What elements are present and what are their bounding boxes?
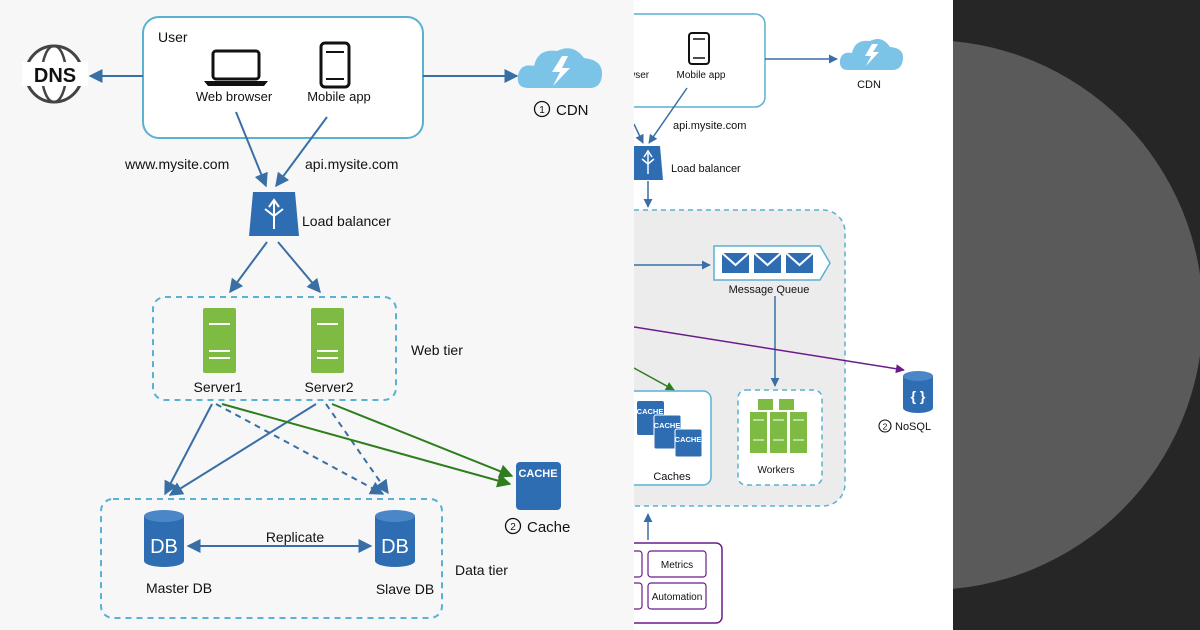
nosql-number: 2 (883, 422, 888, 432)
workers-label: Workers (757, 465, 794, 476)
cdn-label: CDN (556, 102, 589, 119)
replicate-label: Replicate (266, 529, 325, 545)
to-caches-arrow (634, 367, 675, 391)
phone-icon-right (688, 32, 710, 65)
cache-icon-text-1: CACHE (637, 407, 664, 416)
dns-globe-icon: DNS (22, 44, 88, 104)
nosql-icon-text: { } (911, 388, 926, 404)
server2-to-master-arrow (168, 403, 317, 496)
cache-number: 2 (510, 522, 516, 533)
load-balancer-label-right: Load balancer (671, 163, 741, 175)
web-browser-label: Web browser (196, 89, 273, 104)
load-balancer-icon (249, 192, 299, 236)
cdn-cloud-icon (517, 48, 603, 89)
message-queue-label: Message Queue (729, 284, 810, 296)
cdn-number-badge (533, 100, 551, 118)
cache-number-badge (504, 517, 522, 535)
lb-to-server1-arrow (229, 241, 268, 294)
slave-db-icon: DB (375, 510, 415, 567)
server2-to-cache-arrow (331, 403, 514, 478)
lb-to-server2-arrow (277, 241, 321, 294)
metrics-box (647, 550, 707, 578)
cache-icon: CACHE (516, 462, 561, 510)
right-diagram-panel: wser Mobile app CDN api.mysite.com Load … (634, 0, 953, 630)
server2-to-slave-arrow (325, 403, 389, 495)
logging-partial-box (634, 550, 643, 578)
caches-label: Caches (653, 471, 691, 483)
cdn-number: 1 (539, 105, 545, 116)
phone-icon (319, 41, 351, 89)
master-db-label: Master DB (146, 580, 212, 596)
app-to-lb-arrow (275, 116, 328, 188)
decorative-circle (953, 41, 1200, 589)
web-tier-box (152, 296, 397, 401)
load-balancer-label: Load balancer (302, 213, 391, 229)
caches-stack-icon: CACHE CACHE CACHE (637, 401, 703, 458)
browser-to-lb-arrow-right (634, 123, 644, 144)
nosql-number-badge (878, 419, 892, 433)
slave-db-label: Slave DB (376, 581, 434, 597)
cache-label: Cache (527, 519, 570, 536)
dns-label: DNS (34, 65, 76, 87)
server1-to-slave-arrow (215, 403, 385, 495)
to-nosql-arrow (634, 326, 905, 374)
automation-box (647, 582, 707, 610)
cache-icon-text: CACHE (518, 468, 557, 480)
cdn-cloud-icon-right (839, 39, 904, 70)
decorative-dark-panel (953, 0, 1200, 630)
nosql-label: NoSQL (895, 421, 931, 433)
server2-label: Server2 (304, 379, 353, 395)
user-label: User (158, 29, 188, 45)
data-tier-label: Data tier (455, 562, 508, 578)
laptop-icon (204, 49, 268, 86)
server2-icon (311, 308, 344, 373)
api-domain-label: api.mysite.com (305, 156, 398, 172)
data-tier-box (100, 498, 443, 619)
www-domain-label: www.mysite.com (124, 156, 229, 172)
server1-label: Server1 (193, 379, 242, 395)
master-db-icon: DB (144, 510, 184, 567)
server1-icon (203, 308, 236, 373)
message-queue-icon (713, 245, 831, 281)
cache-icon-text-3: CACHE (675, 435, 702, 444)
slave-db-icon-text: DB (381, 536, 409, 558)
app-to-lb-arrow-right (648, 87, 688, 144)
user-box: User (142, 16, 424, 139)
browser-to-lb-arrow (235, 111, 268, 188)
automation-label: Automation (652, 592, 703, 603)
left-diagram-panel: User Web browser Mobile app DNS 1 CDN ww… (22, 16, 603, 619)
metrics-label: Metrics (661, 560, 693, 571)
server1-to-cache-arrow (221, 403, 512, 488)
api-domain-label-right: api.mysite.com (673, 120, 746, 132)
workers-servers-icon (750, 399, 807, 453)
mobile-app-label: Mobile app (307, 89, 371, 104)
nosql-db-icon: { } (903, 371, 933, 413)
cache-icon-text-2: CACHE (654, 421, 681, 430)
web-browser-partial-label: wser (634, 70, 650, 81)
mobile-app-label-right: Mobile app (677, 70, 726, 81)
cdn-label-right: CDN (857, 79, 881, 91)
monitoring-partial-box (634, 582, 643, 610)
master-db-icon-text: DB (150, 536, 178, 558)
server1-to-master-arrow (164, 403, 213, 496)
web-tier-label: Web tier (411, 342, 463, 358)
load-balancer-icon-right (634, 146, 663, 180)
